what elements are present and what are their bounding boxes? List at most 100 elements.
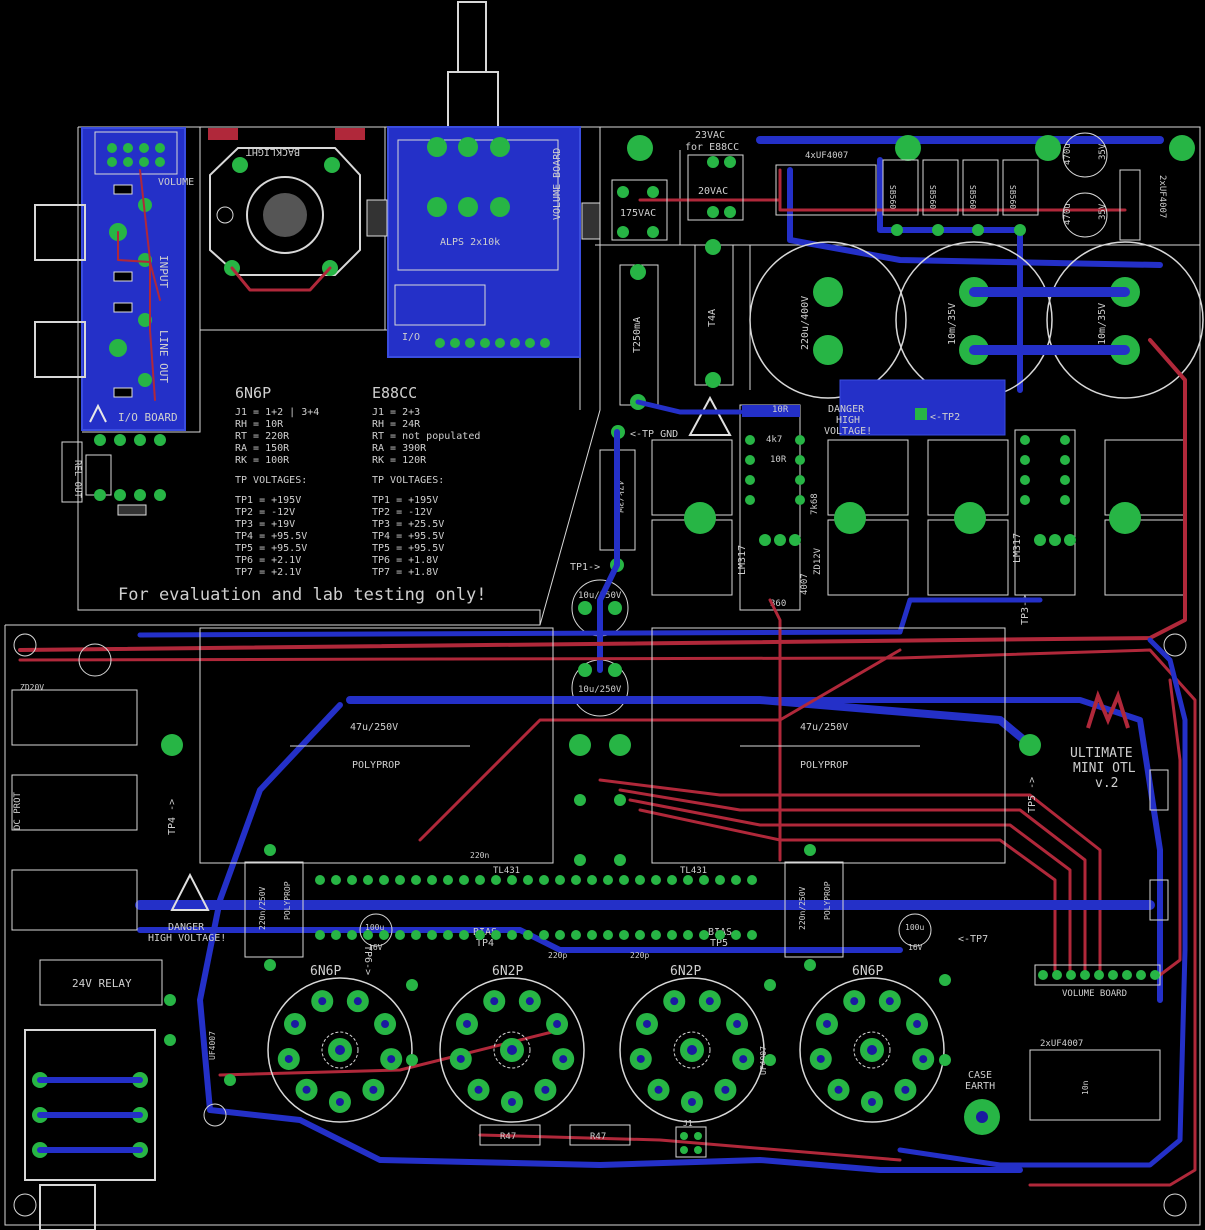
tube-sockets: 6N6P 6N2P 6N2P 6N6P UF4007 UF4007 R47 R4… [208, 964, 945, 1158]
io-board: VOLUME INPUT LINE OUT I/O BOARD [34, 127, 194, 431]
tp-left-line: TP4 = +95.5V [235, 531, 307, 542]
tp6-label: TP6-> [362, 945, 373, 975]
tp-right-line: TP7 = +1.8V [372, 567, 438, 578]
warning-icon [170, 872, 210, 911]
tube-socket [267, 977, 413, 1123]
tp-left-line: TP5 = +95.5V [235, 543, 307, 554]
tp3-label: TP3-> [1020, 595, 1031, 625]
heatsink-block [651, 439, 1186, 596]
sb560-label: SB560 [928, 185, 937, 209]
r10-label: 10R [772, 405, 789, 415]
tp1-label: TP1-> [570, 562, 600, 573]
config-col2-line: RK = 120R [372, 455, 427, 466]
uf4007-label: UF4007 [759, 1046, 768, 1075]
r360-label: 360 [770, 599, 786, 609]
tp-right-line: TP5 = +95.5V [372, 543, 444, 554]
config-col1-line: RH = 10R [235, 419, 284, 430]
sb560-label: SB560 [1008, 185, 1017, 209]
lm317-label: LM317 [737, 545, 748, 575]
case-earth-line2: EARTH [965, 1081, 995, 1092]
c16v-label: 16V [908, 943, 923, 952]
cap-right-label: 47u/250V [800, 722, 848, 733]
logo-icon [1086, 690, 1130, 729]
j1-label: J1 [683, 1119, 693, 1128]
uf4007-label: UF4007 [208, 1031, 217, 1060]
bias-left2: TP4 [476, 938, 494, 949]
tl431-label: TL431 [493, 866, 520, 876]
title-line1: ULTIMATE [1070, 746, 1133, 761]
tp-heading-right: TP VOLTAGES: [372, 475, 444, 486]
poly-small-label: 220n/250V [258, 886, 267, 930]
component-pads [164, 794, 951, 1086]
config-col2-line: RT = not populated [372, 431, 480, 442]
tp5-label: TP5 -> [1027, 777, 1038, 813]
cap470-label: 470u [1063, 203, 1073, 225]
lm317-label: LM317 [1012, 533, 1023, 563]
dc-prot-label: DC PROT [13, 791, 23, 830]
title-block: ULTIMATE MINI OTL v.2 [1070, 690, 1136, 791]
v35-label: 35V [1098, 143, 1108, 160]
driver-stage: 220n/250V POLYPROP 220n/250V POLYPROP TL… [244, 851, 988, 975]
config-col2-title: E88CC [372, 384, 417, 402]
fuse-label: T250mA [632, 317, 643, 353]
right-bottom: VOLUME BOARD 2xUF4007 10n CASE EARTH [964, 769, 1169, 1135]
io-volume-label: VOLUME [158, 177, 194, 188]
io-input-label: INPUT [157, 255, 170, 288]
rel-out-label: REL OUT [72, 460, 82, 499]
c100u-label: 100u [905, 923, 924, 932]
tp2-label: <-TP2 [930, 412, 960, 423]
backlight-board: BACKLIGHT [208, 128, 365, 292]
v35-label: 35V [1098, 203, 1108, 220]
cap470-label: 470u [1063, 143, 1073, 165]
io-lineout-label: LINE OUT [157, 330, 170, 383]
poly-small-label: 220n/250V [798, 886, 807, 930]
tp-left-line: TP7 = +2.1V [235, 567, 301, 578]
volume-board-label: VOLUME BOARD [552, 148, 563, 220]
tp-right-line: TP1 = +195V [372, 495, 438, 506]
k10-label: 10n [1081, 1080, 1090, 1095]
d4007-label: 4007 [800, 573, 810, 595]
tp4-label: TP4 -> [167, 799, 178, 835]
tp-left-line: TP3 = +19V [235, 519, 295, 530]
config-col1-line: RT = 220R [235, 431, 290, 442]
tp-heading-left: TP VOLTAGES: [235, 475, 307, 486]
c220p-label: 220p [548, 951, 567, 960]
title-line2: MINI OTL [1073, 761, 1136, 776]
tube-label: 6N2P [492, 964, 523, 979]
tube-label: 6N6P [852, 964, 883, 979]
tp-right-line: TP2 = -12V [372, 507, 432, 518]
cap-left-label: 47u/250V [350, 722, 398, 733]
tp-right-line: TP6 = +1.8V [372, 555, 438, 566]
tube-socket [619, 977, 765, 1123]
ac23-label: 23VAC [695, 130, 725, 141]
cap-big-label: 10m/35V [1097, 303, 1108, 345]
config-notes: 6N6P E88CC J1 = 1+2 | 3+4 RH = 10R RT = … [118, 384, 486, 605]
tl431-label: TL431 [680, 866, 707, 876]
volume-board-connector-label: VOLUME BOARD [1062, 989, 1127, 999]
diodes-label: 4xUF4007 [805, 151, 848, 161]
danger-line2: HIGH [836, 415, 860, 426]
power-supply: 23VAC for E88CC 20VAC 175VAC 4xUF4007 SB… [570, 130, 1204, 717]
sb560-label: SB560 [888, 185, 897, 209]
eval-note: For evaluation and lab testing only! [118, 585, 486, 605]
tp-right-line: TP4 = +95.5V [372, 531, 444, 542]
r7k-label: 7k68 [810, 493, 820, 515]
danger-left2: HIGH VOLTAGE! [148, 933, 226, 944]
diodes2-label: 2xUF4007 [1157, 175, 1167, 218]
ac20-label: 20VAC [698, 186, 728, 197]
danger-line3: VOLTAGE! [824, 426, 872, 437]
title-line3: v.2 [1095, 776, 1118, 791]
volume-pot-label: ALPS 2x10k [440, 237, 500, 248]
cap-big-label: 220u/400V [800, 296, 811, 350]
ac23-for-label: for E88CC [685, 142, 739, 153]
tp-gnd-label: <-TP GND [630, 429, 678, 440]
case-earth-line1: CASE [968, 1070, 992, 1081]
io-board-label: I/O BOARD [118, 411, 178, 424]
polyprop-small-label: POLYPROP [283, 881, 292, 920]
diodes-bottom-label: 2xUF4007 [1040, 1039, 1083, 1049]
danger-left1: DANGER [168, 922, 205, 933]
relay-label: 24V RELAY [72, 977, 132, 990]
fuse2-label: T4A [707, 309, 718, 327]
volume-board-top: ALPS 2x10k VOLUME BOARD I/O [366, 1, 601, 358]
